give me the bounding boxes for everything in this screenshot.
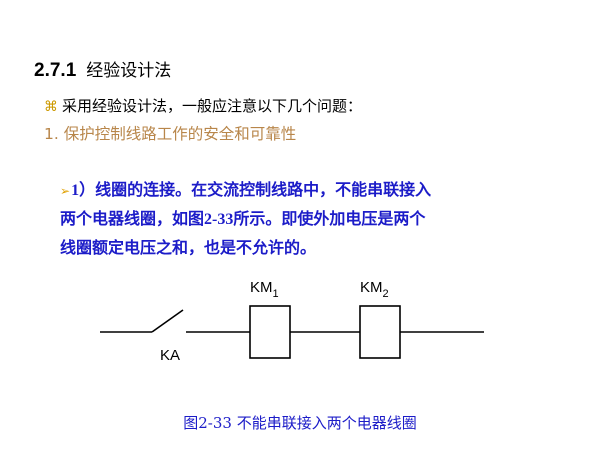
point-line2-post: 所示。即使外加电压是两个 [233,209,426,228]
coil1-label: KM1 [250,279,279,300]
command-key-icon: ⌘ [44,99,58,115]
coil1-label-main: KM [250,279,273,296]
point-paragraph: ➢1）线圈的连接。在交流控制线路中，不能串联接入 两个电器线圈，如图2-33所示… [60,176,560,262]
point-line-1: ➢1）线圈的连接。在交流控制线路中，不能串联接入 [60,176,560,205]
section-heading: 2.7.1 经验设计法 [34,56,171,82]
point-lead: 1） [71,182,96,199]
arrow-bullet-icon: ➢ [60,184,71,198]
point-line1-text: 线圈的连接。在交流控制线路中，不能串联接入 [95,180,432,199]
coil2-label-sub: 2 [383,288,389,300]
section-title: 经验设计法 [86,61,172,81]
coil2-label-main: KM [360,279,383,296]
coil-km1 [249,305,291,359]
switch-label: KA [160,347,180,364]
point-line2-pre: 两个电器线圈，如图 [60,209,205,228]
switch-blade [151,309,184,333]
coil-km2 [359,305,401,359]
bullet-line: ⌘采用经验设计法，一般应注意以下几个问题： [44,95,362,116]
coil2-label: KM2 [360,279,389,300]
point-line-2: 两个电器线圈，如图2-33所示。即使外加电压是两个 [60,205,560,234]
circuit-diagram: KA KM1 KM2 [100,279,484,364]
point-line-3: 线圈额定电压之和，也是不允许的。 [60,238,317,257]
numbered-item-1: 1. 保护控制线路工作的安全和可靠性 [44,125,297,143]
bullet-text: 采用经验设计法，一般应注意以下几个问题： [62,97,363,115]
figure-reference: 2-33 [204,211,234,228]
coil1-label-sub: 1 [273,288,279,300]
section-number: 2.7.1 [34,60,77,81]
figure-caption: 图2-33 不能串联接入两个电器线圈 [183,414,417,432]
